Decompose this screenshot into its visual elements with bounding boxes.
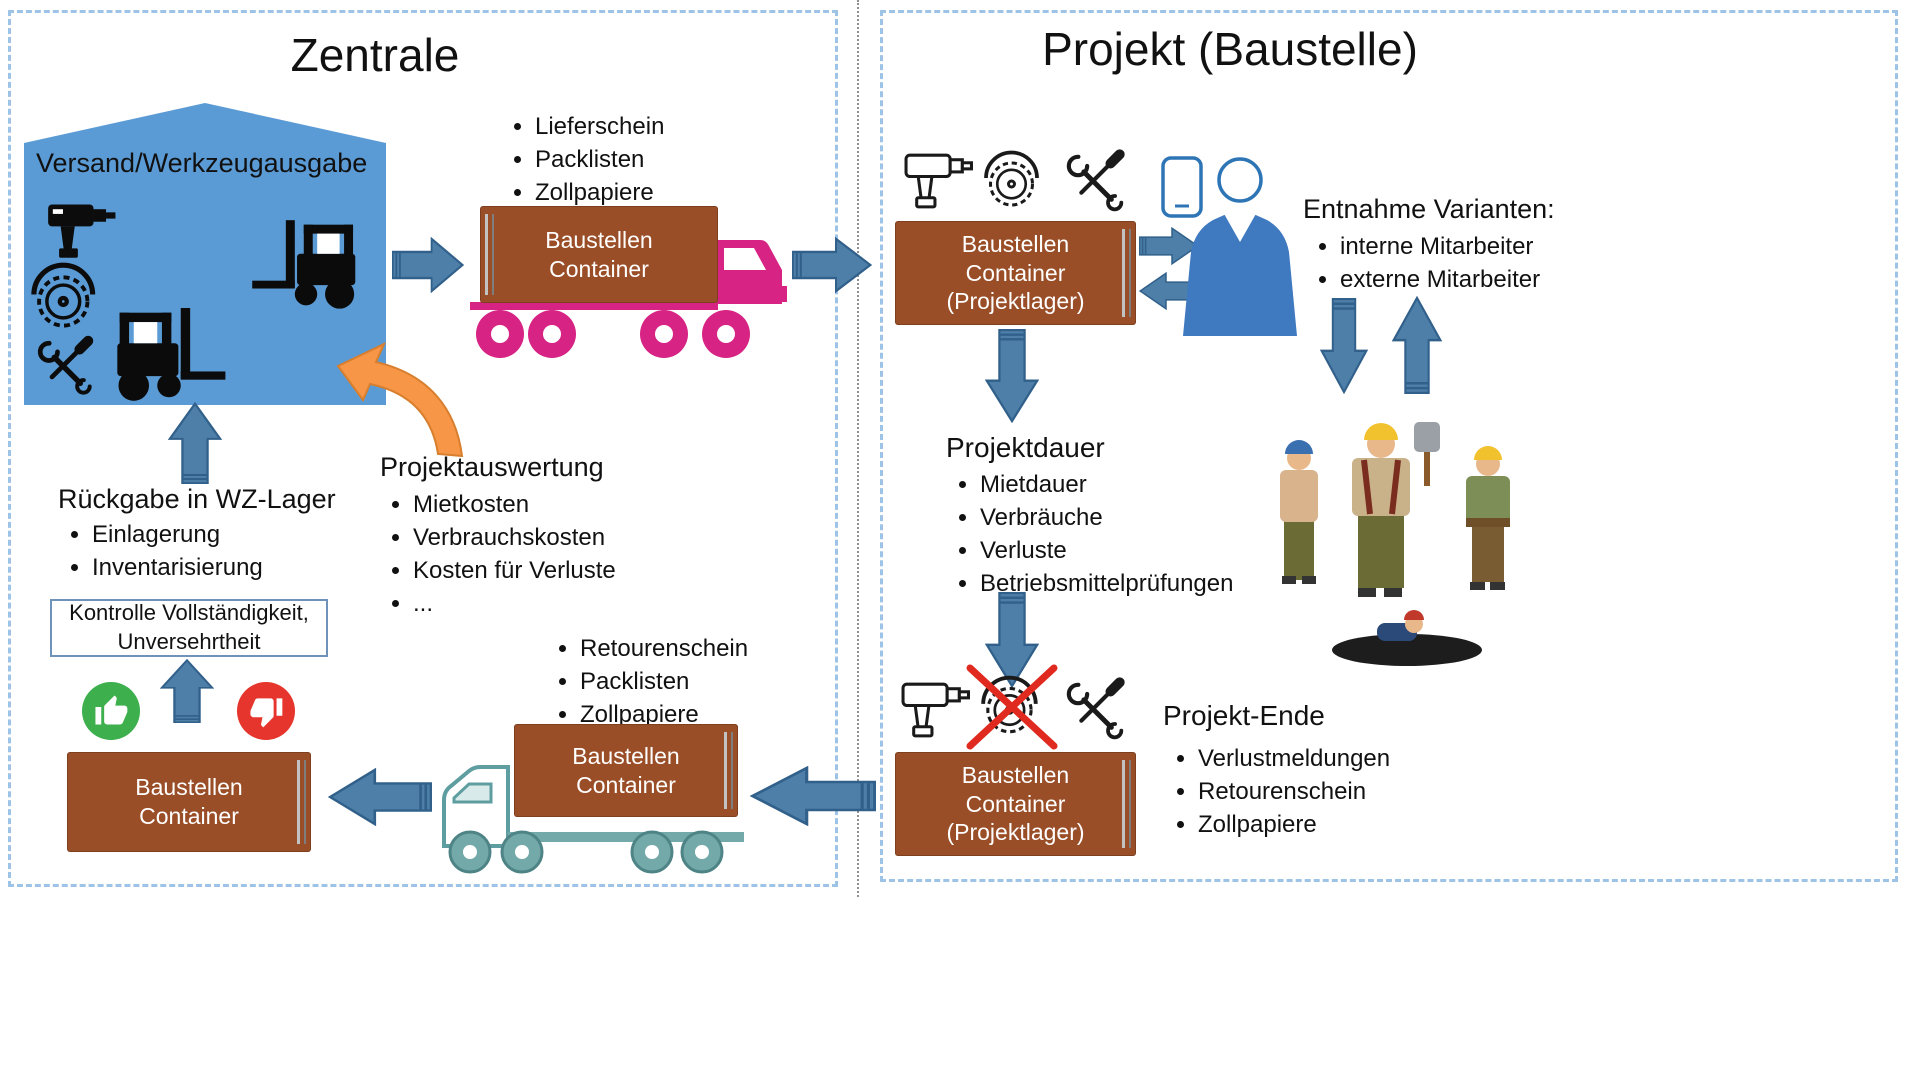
list-item: Inventarisierung	[92, 554, 263, 582]
list-item: Packlisten	[580, 668, 748, 696]
projekt-ende-list: Verlustmeldungen Retourenschein Zollpapi…	[1168, 740, 1390, 844]
hand-tools-icon	[1066, 677, 1125, 740]
arrow-truck-to-return-container	[328, 768, 432, 826]
container-door-icon	[1122, 229, 1131, 317]
container-label: Baustellen Container	[572, 742, 680, 798]
outbound-container: Baustellen Container	[480, 206, 718, 303]
circular-saw-icon	[31, 262, 96, 328]
list-item: Verlustmeldungen	[1198, 745, 1390, 773]
list-item: Kosten für Verluste	[413, 557, 616, 585]
worker-left	[1280, 440, 1318, 584]
projektauswertung-feedback-arrow	[336, 342, 464, 458]
forklift-icon	[117, 308, 226, 401]
arrow-container-to-projektdauer	[985, 329, 1039, 423]
zentrale-section-frame	[8, 10, 838, 887]
section-divider	[857, 0, 859, 897]
container-label: Baustellen Container	[545, 226, 653, 282]
rueckgabe-list: Einlagerung Inventarisierung	[62, 516, 263, 587]
worker-person-icon	[1161, 156, 1297, 336]
no-saw-icon	[966, 664, 1058, 750]
arrow-zentrale-to-projekt	[792, 237, 872, 293]
container-door-icon	[297, 760, 306, 844]
rueckgabe-heading: Rückgabe in WZ-Lager	[58, 484, 336, 514]
container-door-icon	[485, 214, 494, 295]
arrow-projekt-to-zentrale-return	[750, 766, 876, 826]
return-container: Baustellen Container	[67, 752, 311, 852]
return-truck-icon	[442, 765, 744, 874]
arrow-worker-down	[1320, 298, 1368, 394]
list-item: interne Mitarbeiter	[1340, 233, 1540, 261]
project-container-top: Baustellen Container (Projektlager)	[895, 221, 1136, 325]
return-docs-list: Retourenschein Packlisten Zollpapiere	[550, 630, 748, 734]
list-item: Zollpapiere	[1198, 811, 1390, 839]
container-door-icon	[1122, 760, 1131, 848]
projekt-title: Projekt (Baustelle)	[1042, 23, 1418, 75]
thumbs-up-icon	[82, 682, 140, 740]
container-label: Baustellen Container (Projektlager)	[946, 761, 1085, 846]
drill-icon	[904, 153, 973, 209]
list-item: Mietkosten	[413, 491, 616, 519]
drill-icon	[48, 204, 116, 258]
kontrolle-box: Kontrolle Vollständigkeit, Unversehrthei…	[50, 599, 328, 657]
list-item: Packlisten	[535, 146, 664, 174]
list-item: Retourenschein	[1198, 778, 1390, 806]
hand-tools-icon	[37, 335, 94, 395]
list-item: Retourenschein	[580, 635, 748, 663]
hand-tools-icon	[1066, 149, 1125, 212]
projekt-ende-heading: Projekt-Ende	[1163, 700, 1325, 731]
list-item: ...	[413, 590, 616, 618]
warehouse-shape	[24, 103, 386, 405]
arrow-thumbs-to-kontrolle	[160, 659, 214, 723]
warehouse-label: Versand/Werkzeugausgabe	[36, 148, 368, 178]
drill-icon	[901, 682, 970, 738]
list-item: Verbräuche	[980, 504, 1233, 532]
projektdauer-heading: Projektdauer	[946, 432, 1105, 463]
container-label: Baustellen Container (Projektlager)	[946, 230, 1085, 315]
inbound-container: Baustellen Container	[514, 724, 738, 817]
list-item: Verbrauchskosten	[413, 524, 616, 552]
projektauswertung-list: Mietkosten Verbrauchskosten Kosten für V…	[383, 486, 616, 623]
list-item: externe Mitarbeiter	[1340, 266, 1540, 294]
entnahme-heading: Entnahme Varianten:	[1303, 194, 1555, 224]
projektdauer-list: Mietdauer Verbräuche Verluste Betriebsmi…	[950, 466, 1233, 603]
zentrale-title: Zentrale	[290, 29, 460, 81]
list-item: Zollpapiere	[535, 179, 664, 207]
circular-saw-icon	[984, 150, 1039, 207]
list-item: Mietdauer	[980, 471, 1233, 499]
projektauswertung-heading: Projektauswertung	[380, 452, 604, 482]
construction-workers-illustration	[1280, 422, 1510, 666]
delivery-docs-list: Lieferschein Packlisten Zollpapiere	[505, 108, 664, 212]
arrow-workers-up	[1392, 296, 1442, 394]
list-item: Einlagerung	[92, 521, 263, 549]
arrow-rueckgabe-to-warehouse	[168, 402, 222, 484]
worker-right	[1466, 446, 1510, 590]
list-item: Zollpapiere	[580, 701, 748, 729]
entnahme-list: interne Mitarbeiter externe Mitarbeiter	[1310, 228, 1540, 299]
container-door-icon	[724, 732, 733, 809]
container-label: Baustellen Container	[135, 774, 243, 829]
arrow-warehouse-to-truck	[392, 237, 464, 293]
list-item: Lieferschein	[535, 113, 664, 141]
projekt-section-frame	[880, 10, 1898, 882]
worker-center	[1352, 422, 1440, 597]
thumbs-down-icon	[237, 682, 295, 740]
kontrolle-label: Kontrolle Vollständigkeit, Unversehrthei…	[69, 600, 309, 654]
project-container-bottom: Baustellen Container (Projektlager)	[895, 752, 1136, 856]
list-item: Verluste	[980, 537, 1233, 565]
delivery-truck-icon	[470, 240, 787, 358]
phone-icon	[1161, 156, 1203, 218]
forklift-icon	[252, 220, 356, 309]
